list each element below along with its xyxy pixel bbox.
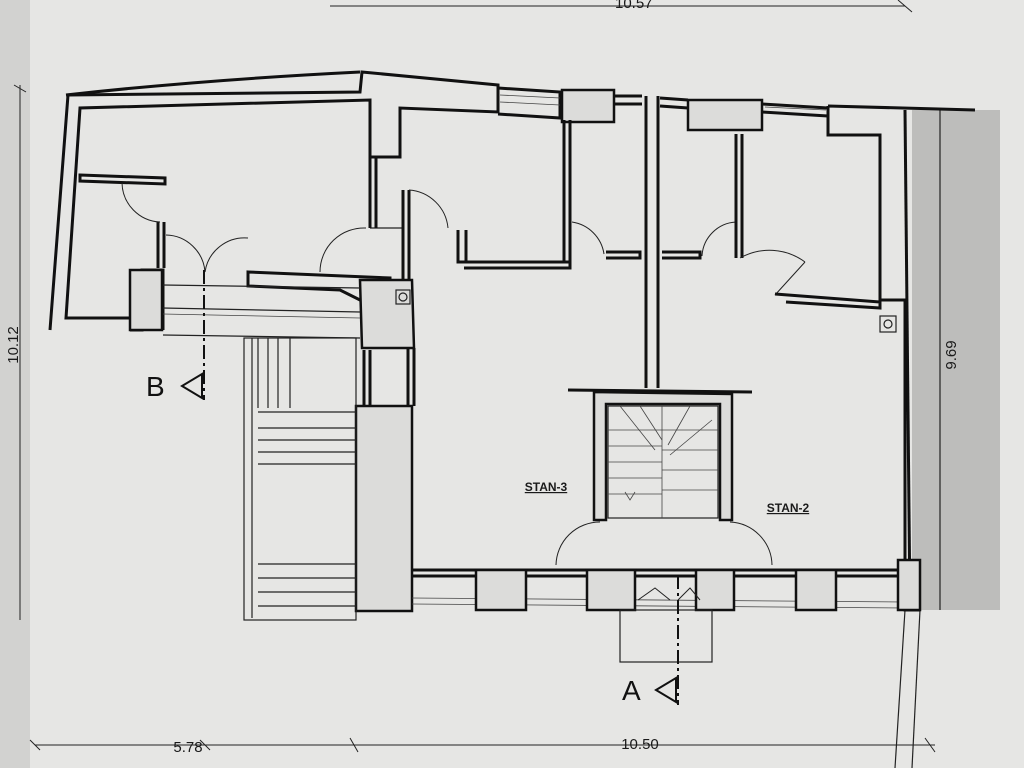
room-label-stan-3: STAN-3 bbox=[525, 480, 568, 494]
paper-shadow bbox=[0, 0, 30, 768]
dimension-bottom-right: 10.50 bbox=[621, 736, 659, 753]
dimension-bottom-left: 5.78 bbox=[173, 739, 202, 756]
corridor-walls bbox=[162, 227, 416, 350]
left-room bbox=[78, 173, 249, 332]
dimension-lines bbox=[13, 0, 961, 753]
stair-core bbox=[555, 388, 773, 566]
section-label-a: A bbox=[622, 675, 641, 706]
dimension-right: 9.69 bbox=[943, 340, 960, 369]
outer-walls bbox=[48, 70, 976, 612]
top-windows bbox=[499, 94, 827, 111]
room-label-stan-2: STAN-2 bbox=[767, 501, 810, 515]
section-b-arrow bbox=[180, 372, 203, 400]
section-a-arrow bbox=[654, 676, 677, 704]
middle-rooms bbox=[368, 96, 897, 388]
section-label-b: B bbox=[146, 371, 165, 402]
bottom-piers bbox=[474, 558, 922, 663]
dimension-top: 10.57 bbox=[615, 0, 653, 12]
dimension-left: 10.12 bbox=[5, 326, 22, 364]
exterior-stair bbox=[243, 337, 357, 621]
exterior-shaded-wall bbox=[912, 110, 1000, 610]
